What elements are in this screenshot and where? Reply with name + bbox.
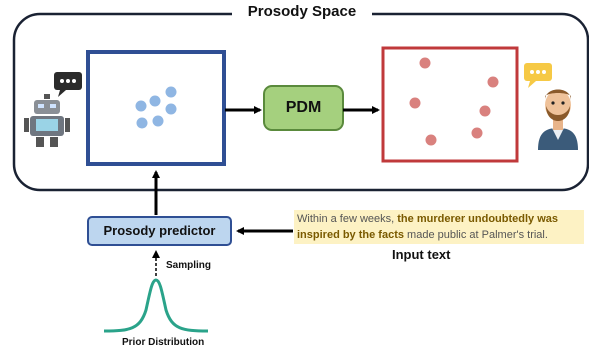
blue-dot <box>135 100 147 112</box>
pdm-label: PDM <box>285 99 322 116</box>
bearded-man-icon <box>538 89 578 150</box>
red-dot <box>487 76 499 88</box>
red-dot <box>479 105 491 117</box>
robot-icon <box>24 94 70 147</box>
sampling-label: Sampling <box>166 260 212 271</box>
red-dot <box>419 57 431 69</box>
prosody-space-title: Prosody Space <box>232 4 372 20</box>
prosody-predictor-box <box>87 216 232 246</box>
blue-dot-cluster <box>135 86 177 129</box>
input-text-title: Input text <box>392 247 451 262</box>
input-text-plain: Within a few weeks, <box>297 213 398 225</box>
prior-distribution-curve <box>103 278 209 333</box>
blue-dot <box>165 86 177 98</box>
prior-distribution-label: Prior Distribution <box>122 337 205 348</box>
blue-dot <box>165 103 177 115</box>
input-text-plain-end: made public at Palmer's trial. <box>403 229 548 241</box>
red-dot-cluster <box>409 57 499 146</box>
blue-dot <box>149 95 161 107</box>
blue-dot <box>152 115 164 127</box>
synthetic-prosody-box <box>86 50 226 166</box>
speech-bubble-icon <box>524 63 552 88</box>
pdm-box <box>263 85 344 131</box>
natural-prosody-box <box>381 46 519 163</box>
red-dot <box>409 97 421 109</box>
prosody-predictor-label: Prosody predictor <box>103 223 216 238</box>
input-text-box: Within a few weeks, the murderer undoubt… <box>294 210 584 244</box>
blue-dot <box>136 117 148 129</box>
input-text-highlight: the murderer undoubtedly was inspired by… <box>297 213 559 241</box>
speech-bubble-icon <box>54 72 82 97</box>
red-dot <box>471 127 483 139</box>
red-dot <box>425 134 437 146</box>
